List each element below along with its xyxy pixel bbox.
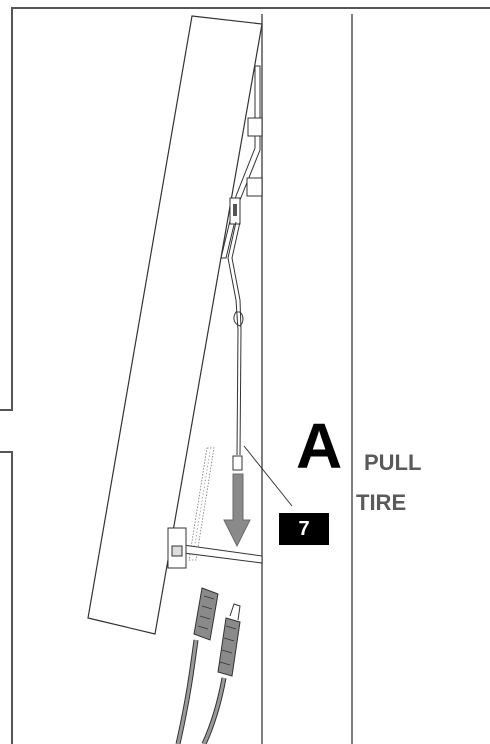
clip-middle bbox=[246, 177, 263, 197]
plug-connector-left bbox=[175, 587, 219, 744]
leader-line bbox=[243, 445, 293, 507]
plug-connector-right bbox=[201, 603, 241, 744]
tilted-panel bbox=[87, 15, 263, 635]
frame-border bbox=[0, 7, 490, 744]
clip-upper bbox=[247, 117, 263, 137]
action-label-pull: PULL bbox=[364, 450, 422, 475]
clip-lower-inner bbox=[233, 204, 237, 216]
action-label-tire: TIRE bbox=[356, 490, 407, 515]
pull-arrow-icon bbox=[223, 473, 251, 548]
step-letter-label: A bbox=[296, 410, 343, 482]
mounting-bracket bbox=[220, 65, 261, 259]
pull-strap bbox=[227, 221, 244, 471]
tire-tread bbox=[188, 447, 215, 561]
floor-plate bbox=[167, 527, 263, 569]
step-number-badge: 7 bbox=[279, 513, 329, 545]
